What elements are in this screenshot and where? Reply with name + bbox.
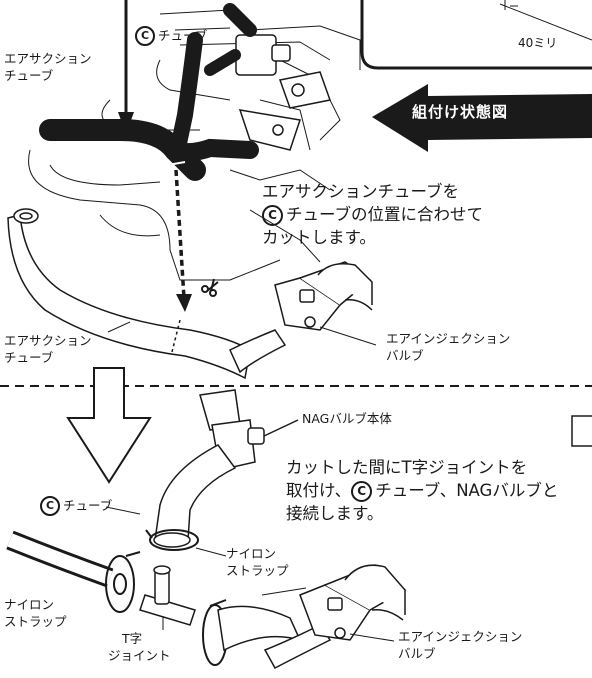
- air-injection-valve-mid: [274, 261, 373, 331]
- leader-lines-mid: [107, 321, 377, 346]
- assembled-view-arrow-icon: [372, 84, 592, 152]
- nylon-strap-left: [105, 551, 141, 613]
- suction-tubes-upper: [39, 3, 259, 181]
- nylon-strap-label-right: ナイロン ストラップ: [226, 546, 289, 578]
- suction-tube-mid: [7, 208, 287, 380]
- air-suction-tube-label-mid: エアサクション チューブ: [4, 333, 92, 365]
- leader-lines-lower: [105, 506, 395, 642]
- assembled-view-label: 組付け状態図: [412, 103, 509, 121]
- dimension-label: 40ミリ: [518, 36, 558, 50]
- inset-box-edge: [571, 415, 592, 447]
- tube-cut-mark: [167, 161, 186, 166]
- down-arrow-icon: [66, 367, 152, 484]
- nag-valve-body-label: NAGバルブ本体: [302, 411, 392, 426]
- inset-detail-box: [360, 0, 592, 70]
- insertion-arrow: [118, 0, 134, 134]
- callout-c-icon: C: [135, 26, 155, 46]
- air-suction-tube-label-top: エアサクション チューブ: [4, 51, 92, 83]
- suction-tube-lower-left: [6, 530, 114, 588]
- tube-lower: [153, 444, 237, 548]
- valve-assembly-upper: [235, 34, 331, 151]
- air-injection-valve-label-bottom: エアインジェクション バルブ: [398, 629, 523, 661]
- air-injection-valve-label-mid: エアインジェクション バルブ: [386, 331, 511, 363]
- callout-c-icon: C: [351, 481, 373, 502]
- callout-c-icon: C: [262, 205, 283, 226]
- suction-tube-lower-right: [217, 605, 332, 670]
- t-joint-label: T字 ジョイント: [108, 631, 171, 663]
- cut-guide-line: [174, 169, 192, 312]
- scissors-icon: [201, 278, 219, 297]
- air-injection-valve-lower: [299, 564, 407, 641]
- nylon-strap-label-left: ナイロン ストラップ: [4, 597, 67, 629]
- nylon-strap-upper: [145, 529, 199, 551]
- t-joint: [139, 565, 196, 626]
- callout-c-icon: C: [40, 496, 60, 516]
